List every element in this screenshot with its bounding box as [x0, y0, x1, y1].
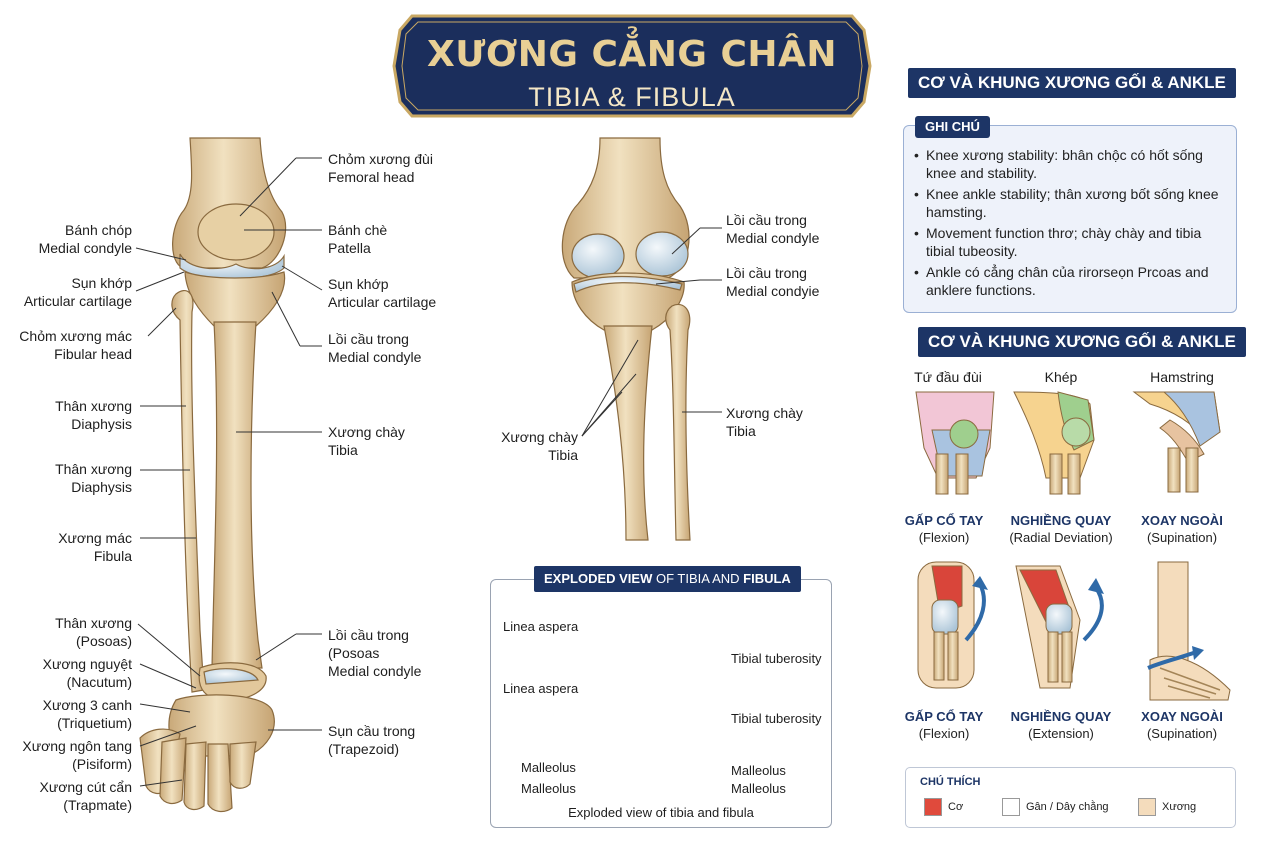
- panel-header-1: CƠ VÀ KHUNG XƯƠNG GỐI & ANKLE: [908, 68, 1236, 98]
- panel-header-2: CƠ VÀ KHUNG XƯƠNG GỐI & ANKLE: [918, 327, 1246, 357]
- exploded-view-panel: [490, 579, 832, 828]
- label-tibial-tuberosity-2: Tibial tuberosity: [731, 711, 822, 726]
- label-tibial-tuberosity-1: Tibial tuberosity: [731, 651, 822, 666]
- notes-box: Knee xương stability: bhân chộc có hốt s…: [903, 125, 1237, 313]
- label-pisiform: Xương ngôn tang(Pisiform): [22, 738, 132, 772]
- label-trapmate: Xương cút cẩn(Trapmate): [39, 779, 133, 813]
- legend-box: CHÚ THÍCH Cơ Gân / Dây chằng Xương: [905, 767, 1236, 828]
- legend-swatch-muscle: [924, 798, 942, 816]
- movement-label: XOAY NGOÀI(Supination): [1141, 513, 1223, 545]
- label-malleolus-left-2: Malleolus: [521, 781, 576, 796]
- movement-label: NGHIỀNG QUAY(Radial Deviation): [1009, 513, 1113, 545]
- movement-label: XOAY NGOÀI(Supination): [1141, 709, 1223, 741]
- legend-item-bone: Xương: [1138, 798, 1196, 816]
- note-item: Knee xương stability: bhân chộc có hốt s…: [914, 146, 1232, 182]
- note-item: Ankle có cẳng chân của rirorseọn Prcoas …: [914, 263, 1232, 299]
- label-malleolus-left-1: Malleolus: [521, 760, 576, 775]
- muscle-name-quadriceps: Tứ đầu đùi: [914, 369, 982, 385]
- muscle-name-adductor: Khép: [1044, 369, 1078, 385]
- movement-label: GẤP CỔ TAY(Flexion): [904, 513, 984, 545]
- exploded-view-caption: Exploded view of tibia and fibula: [568, 805, 754, 820]
- label-nacutum: Xương nguyệt(Nacutum): [42, 656, 132, 690]
- label-posoas: Thân xương(Posoas): [55, 615, 132, 649]
- legend-swatch-ligament: [1002, 798, 1020, 816]
- leg-illustration: [139, 137, 287, 813]
- page-subtitle: TIBIA & FIBULA: [528, 82, 736, 112]
- legend-swatch-bone: [1138, 798, 1156, 816]
- page-title: XƯƠNG CẲNG CHÂN: [426, 34, 838, 75]
- notes-tag: GHI CHÚ: [915, 116, 990, 138]
- muscle-thumbnails: [915, 391, 1231, 701]
- label-malleolus-right-1: Malleolus: [731, 763, 786, 778]
- notes-list: Knee xương stability: bhân chộc có hốt s…: [914, 146, 1232, 302]
- muscle-name-hamstring: Hamstring: [1150, 369, 1214, 385]
- label-linea-aspera-1: Linea aspera: [503, 619, 579, 634]
- legend-item-muscle: Cơ: [924, 798, 963, 816]
- label-triquetium: Xương 3 canh(Triquetium): [42, 697, 132, 731]
- label-malleolus-right-2: Malleolus: [731, 781, 786, 796]
- knee-closeup: [561, 137, 691, 541]
- movement-label: NGHIỀNG QUAY(Extension): [1010, 709, 1112, 741]
- title-banner: XƯƠNG CẲNG CHÂN TIBIA & FIBULA: [392, 12, 872, 120]
- legend-title: CHÚ THÍCH: [920, 776, 981, 788]
- note-item: Movement function thrơ; chày chày and ti…: [914, 224, 1232, 260]
- note-item: Knee ankle stability; thân xương bốt sốn…: [914, 185, 1232, 221]
- movement-label: GẤP CỔ TAY(Flexion): [904, 709, 984, 741]
- legend-item-ligament: Gân / Dây chằng: [1002, 798, 1109, 816]
- label-linea-aspera-2: Linea aspera: [503, 681, 579, 696]
- exploded-view-header: EXPLODED VIEW OF TIBIA AND FIBULA: [534, 566, 801, 592]
- label-trapezoid: Sụn cầu trong(Trapezoid): [328, 723, 416, 757]
